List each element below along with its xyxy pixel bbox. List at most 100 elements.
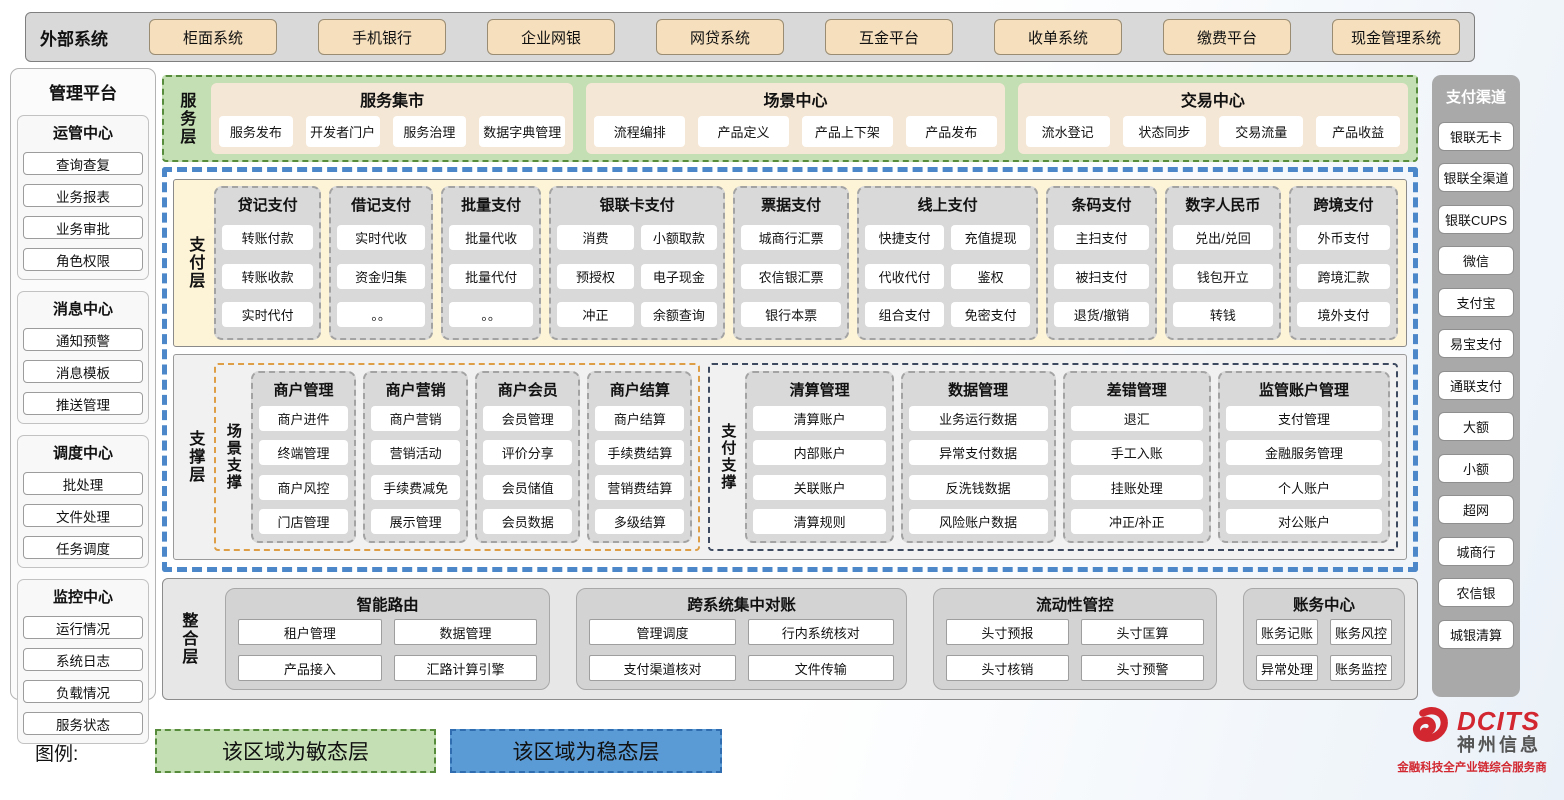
logo-tagline: 金融科技全产业链综合服务商 <box>1397 762 1547 774</box>
management-item-box: 系统日志 <box>23 648 143 671</box>
payment-column-title: 贷记支付 <box>237 197 298 214</box>
payment-column: 条码支付主扫支付被扫支付退货/撤销 <box>1046 186 1157 340</box>
management-group-title: 调度中心 <box>52 445 113 462</box>
payment-channel-box: 大额 <box>1438 412 1514 441</box>
service-item-box: 产品收益 <box>1316 116 1400 147</box>
integration-group-title: 账务中心 <box>1292 597 1355 614</box>
payment-channel-box: 小额 <box>1438 453 1514 483</box>
support-item-box: 商户营销 <box>371 406 461 432</box>
integration-item-box: 文件传输 <box>747 655 894 681</box>
management-item-box: 业务报表 <box>23 184 143 207</box>
management-group-items: 批处理文件处理任务调度 <box>23 472 143 559</box>
management-group: 消息中心通知预警消息模板推送管理 <box>17 291 149 424</box>
support-column-title: 监管账户管理 <box>1258 382 1349 399</box>
integration-item-box: 账务记账 <box>1255 619 1318 645</box>
management-sidebar: 管理平台 运管中心查询查复业务报表业务审批角色权限消息中心通知预警消息模板推送管… <box>10 68 156 744</box>
integration-item-box: 管理调度 <box>589 619 736 645</box>
service-item-box: 开发者门户 <box>305 116 380 147</box>
support-item-box: 终端管理 <box>259 440 349 466</box>
management-item-box: 推送管理 <box>23 392 143 415</box>
payment-column-title: 数字人民币 <box>1185 197 1261 214</box>
integration-group-items: 头寸预报头寸匡算头寸核销头寸预警 <box>945 619 1204 681</box>
payment-item-box: 被扫支付 <box>1054 263 1149 289</box>
service-group-items: 服务发布开发者门户服务治理数据字典管理 <box>219 116 566 147</box>
payment-item-box: 。。 <box>337 301 426 327</box>
support-item-box: 多级结算 <box>595 508 685 534</box>
payment-item-box: 批量代收 <box>449 225 534 251</box>
external-system-box: 现金管理系统 <box>1332 19 1460 55</box>
payment-column-title: 票据支付 <box>761 197 822 214</box>
service-item-box: 服务治理 <box>392 116 467 147</box>
integration-item-box: 租户管理 <box>238 619 382 645</box>
payment-column-items: 快捷支付充值提现代收代付鉴权组合支付免密支付 <box>865 221 1031 331</box>
payment-item-box: 钱包开立 <box>1172 263 1273 289</box>
external-system-box: 柜面系统 <box>149 19 277 55</box>
payment-item-box: 农信银汇票 <box>741 263 842 289</box>
payment-channel-box: 城商行 <box>1438 536 1514 566</box>
payment-item-box: 退货/撤销 <box>1054 301 1149 327</box>
support-column: 清算管理清算账户内部账户关联账户清算规则 <box>745 371 894 543</box>
support-item-box: 清算规则 <box>753 508 886 534</box>
support-item-box: 业务运行数据 <box>908 406 1048 432</box>
integration-item-box: 产品接入 <box>238 655 382 681</box>
payment-column-items: 批量代收批量代付。。 <box>449 221 534 331</box>
support-item-box: 金融服务管理 <box>1225 440 1382 466</box>
support-column: 商户营销商户营销营销活动手续费减免展示管理 <box>363 371 469 543</box>
payment-item-box: 转钱 <box>1172 301 1273 327</box>
service-group-title: 场景中心 <box>763 93 828 110</box>
payment-item-box: 电子现金 <box>640 263 718 289</box>
service-layer: 服务层 服务集市服务发布开发者门户服务治理数据字典管理场景中心流程编排产品定义产… <box>162 75 1418 162</box>
logo-company-text: 神州信息 <box>1457 734 1541 755</box>
payment-column-items: 实时代收资金归集。。 <box>337 221 426 331</box>
payment-column: 跨境支付外币支付跨境汇款境外支付 <box>1288 186 1398 340</box>
payment-column-title: 跨境支付 <box>1313 197 1374 214</box>
management-title: 管理平台 <box>49 84 117 103</box>
integration-group-items: 租户管理数据管理产品接入汇路计算引擎 <box>238 619 538 681</box>
payment-item-box: 外币支付 <box>1296 225 1390 251</box>
payment-item-box: 资金归集 <box>337 263 426 289</box>
support-column-items: 退汇手工入账挂账处理冲正/补正 <box>1070 406 1203 534</box>
payment-item-box: 主扫支付 <box>1054 225 1149 251</box>
integration-group-items: 账务记账账务风控异常处理账务监控 <box>1255 619 1392 681</box>
integration-item-box: 头寸核销 <box>945 655 1069 681</box>
management-item-box: 通知预警 <box>23 328 143 351</box>
support-item-box: 冲正/补正 <box>1070 508 1203 534</box>
service-group: 交易中心流水登记状态同步交易流量产品收益 <box>1017 83 1408 154</box>
payment-item-box: 银行本票 <box>741 301 842 327</box>
integration-group: 跨系统集中对账管理调度行内系统核对支付渠道核对文件传输 <box>576 588 907 690</box>
management-group: 调度中心批处理文件处理任务调度 <box>17 435 149 568</box>
support-column-items: 商户营销营销活动手续费减免展示管理 <box>371 406 461 534</box>
support-column-items: 商户进件终端管理商户风控门店管理 <box>259 406 349 534</box>
service-group-items: 流水登记状态同步交易流量产品收益 <box>1025 116 1400 147</box>
payment-column: 银联卡支付消费小额取款预授权电子现金冲正余额查询 <box>549 186 726 340</box>
support-item-box: 关联账户 <box>753 474 886 500</box>
payment-channel-box: 微信 <box>1438 246 1514 275</box>
legend-stable-swatch: 该区域为稳态层 <box>450 729 722 773</box>
external-system-box: 网贷系统 <box>656 19 784 55</box>
support-item-box: 风险账户数据 <box>908 508 1048 534</box>
support-item-box: 会员数据 <box>483 508 573 534</box>
support-column-title: 商户营销 <box>385 382 446 399</box>
support-layer: 支撑层 场景支撑 商户管理商户进件终端管理商户风控门店管理商户营销商户营销营销活… <box>173 354 1407 560</box>
management-item-box: 服务状态 <box>23 712 143 735</box>
payment-column-title: 借记支付 <box>351 197 412 214</box>
payment-item-box: 兑出/兑回 <box>1172 225 1273 251</box>
payment-channel-box: 农信银 <box>1438 578 1514 607</box>
service-item-box: 服务发布 <box>219 116 293 147</box>
support-item-box: 会员管理 <box>483 406 573 432</box>
payment-item-box: 组合支付 <box>865 301 945 327</box>
payment-column-items: 消费小额取款预授权电子现金冲正余额查询 <box>557 221 718 331</box>
payment-channel-box: 城银清算 <box>1438 619 1514 649</box>
payment-column-items: 城商行汇票农信银汇票银行本票 <box>741 221 842 331</box>
payment-channel-box: 银联CUPS <box>1438 204 1514 234</box>
payment-column-items: 兑出/兑回钱包开立转钱 <box>1172 221 1273 331</box>
payment-item-box: 余额查询 <box>640 301 718 327</box>
dcits-swirl-icon <box>1403 706 1453 757</box>
payment-item-box: 转账付款 <box>222 225 314 251</box>
support-column-items: 商户结算手续费结算营销费结算多级结算 <box>595 406 685 534</box>
service-group-items: 流程编排产品定义产品上下架产品发布 <box>594 116 997 147</box>
support-column-title: 差错管理 <box>1106 382 1167 399</box>
support-layer-label: 支撑层 <box>186 430 204 484</box>
service-item-box: 数据字典管理 <box>479 116 566 147</box>
